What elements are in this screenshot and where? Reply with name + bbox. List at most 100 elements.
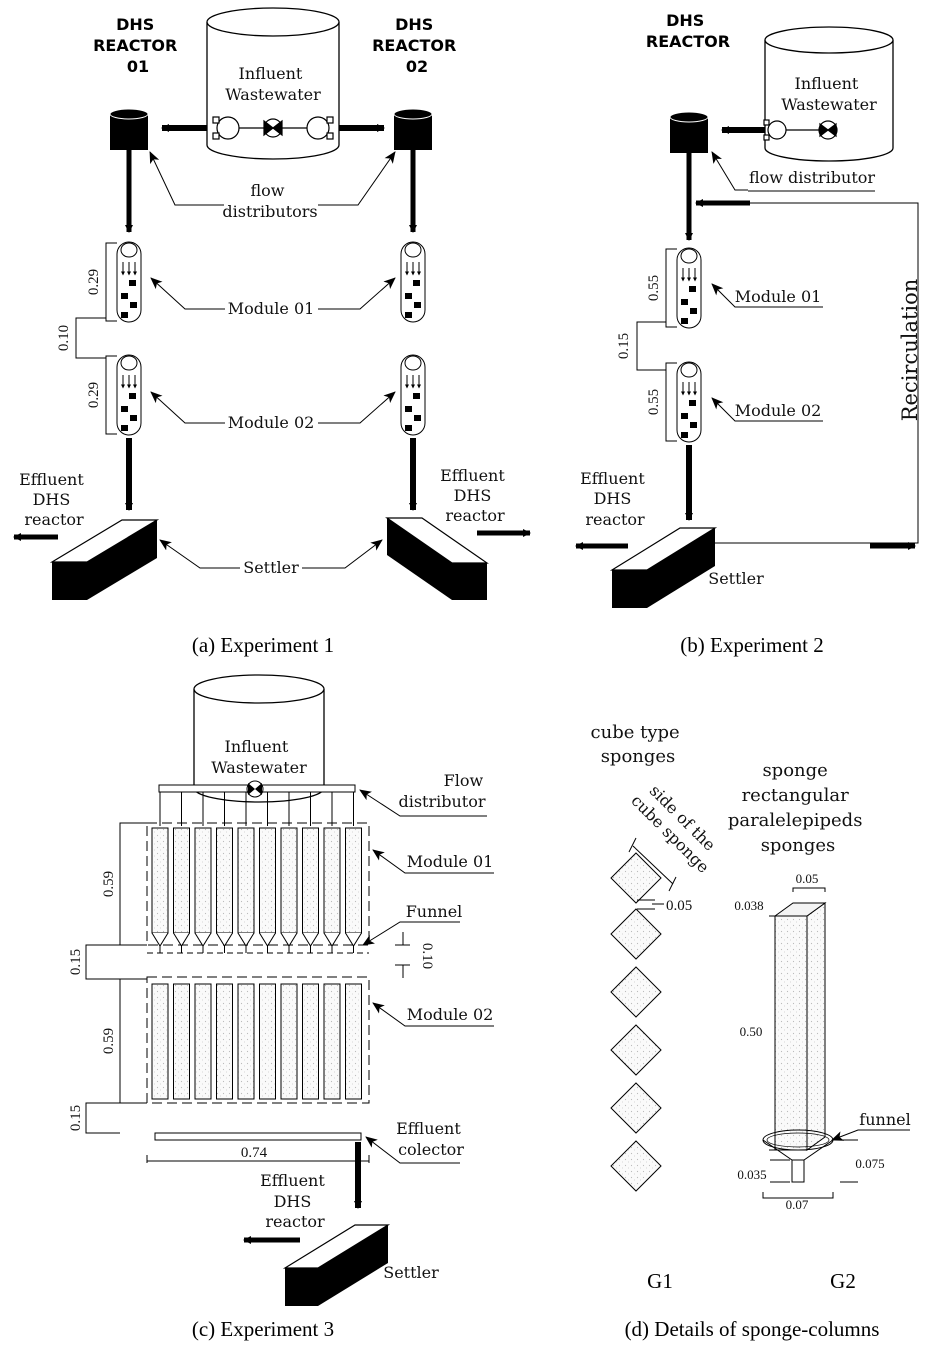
dim-b-m1: 0.55 xyxy=(646,275,662,301)
settler-1 xyxy=(49,519,160,600)
sponge-column-m02 xyxy=(259,983,276,1100)
panel-a: DHS REACTOR 01 DHS REACTOR 02 Influent W… xyxy=(13,7,531,657)
leader-m02-c xyxy=(372,1002,494,1027)
sponge-column-m02 xyxy=(194,983,212,1100)
cube-gap-dim xyxy=(637,899,664,910)
leader-dist2 xyxy=(318,151,396,206)
dims-a xyxy=(75,242,117,435)
pump-a xyxy=(212,116,334,140)
flow-distributors-label: flow distributors xyxy=(222,181,317,221)
column-funnel xyxy=(259,932,276,947)
funnel-07-dim: 0.07 xyxy=(786,1197,809,1212)
effluent-right-label: Effluent DHS reactor xyxy=(440,466,510,525)
dim-b-gap: 0.15 xyxy=(616,333,632,359)
column-funnel xyxy=(323,932,341,947)
panel-d: cube type sponges side of the cube spong… xyxy=(591,722,911,1341)
settler-2 xyxy=(385,517,489,600)
sponge-column-m01 xyxy=(345,827,362,934)
leader-m02-left xyxy=(150,391,225,424)
g2-label: G2 xyxy=(830,1269,856,1293)
rect-sponge xyxy=(762,902,834,1183)
flow-distributor-label-b: flow distributor xyxy=(749,168,875,187)
panel-b: DHS REACTOR Influent Wastewater flow dis… xyxy=(575,11,922,657)
settler-label-b: Settler xyxy=(708,569,764,588)
column-funnel xyxy=(173,932,190,947)
sponge-column-m02 xyxy=(323,983,341,1100)
sponge-column-m02 xyxy=(345,983,362,1100)
dim-a-m2: 0.29 xyxy=(86,382,102,408)
column-funnel xyxy=(151,932,169,947)
module01-label-a: Module 01 xyxy=(228,299,315,318)
cube-sponge xyxy=(610,1024,662,1076)
distributor-2 xyxy=(393,108,433,150)
column-funnel xyxy=(345,932,362,947)
distributor-1 xyxy=(109,108,149,150)
cube-sponge xyxy=(610,1082,662,1134)
module01-b xyxy=(676,247,702,329)
leader-m01-left xyxy=(150,277,225,310)
sponge-column-m01 xyxy=(302,827,319,934)
panel-c: Influent Wastewater Flow distributor xyxy=(68,674,494,1341)
module02-label-a: Module 02 xyxy=(228,413,315,432)
rect-height-dim: 0.50 xyxy=(740,1024,763,1039)
dims-b xyxy=(636,248,677,442)
sponge-column-m01 xyxy=(280,827,298,934)
funnel-label-c: Funnel xyxy=(406,902,463,921)
leader-dist-c xyxy=(359,789,487,817)
sponge-column-m02 xyxy=(216,983,233,1100)
cube-sponge-column xyxy=(610,852,662,1192)
influent-tank-c xyxy=(193,674,325,803)
effluent-left-label: Effluent DHS reactor xyxy=(19,470,89,529)
cube-sponge xyxy=(610,908,662,960)
column-funnel xyxy=(194,932,212,947)
rect-title: sponge rectangular paralelepipeds sponge… xyxy=(728,760,868,856)
rect-top-dim: 0.05 xyxy=(796,871,819,886)
sponge-column-m02 xyxy=(151,983,169,1100)
dim-a-gap: 0.10 xyxy=(56,325,72,351)
caption-c: (c) Experiment 3 xyxy=(192,1317,334,1341)
module02-col2 xyxy=(400,354,426,436)
influent-label-c: Influent Wastewater xyxy=(211,737,307,777)
leader-m01-right xyxy=(318,277,396,310)
g1-label: G1 xyxy=(647,1269,673,1293)
leader-settler-left xyxy=(159,539,240,569)
module01-label-c: Module 01 xyxy=(407,852,494,871)
cube-sponge xyxy=(610,852,662,904)
column-funnel xyxy=(237,932,255,947)
effluent-label-b: Effluent DHS reactor xyxy=(580,469,650,529)
effluent-label-c: Effluent DHS reactor xyxy=(260,1171,330,1231)
cube-title: cube type sponges xyxy=(591,722,686,767)
reactor1-title: DHS REACTOR 01 xyxy=(93,15,183,76)
leader-dist1 xyxy=(149,151,224,206)
leader-funnel-d xyxy=(831,1129,910,1141)
funnel-035-dim: 0.035 xyxy=(737,1167,766,1182)
rect-depth-dim: 0.038 xyxy=(734,898,763,913)
leader-m01-c xyxy=(372,849,494,874)
settler-label-a: Settler xyxy=(243,558,299,577)
leader-m02-b xyxy=(711,397,823,422)
sponge-column-m01 xyxy=(237,827,255,934)
leader-m01-b xyxy=(711,283,823,308)
distributor-b xyxy=(669,111,709,153)
dim-c-gap: 0.15 xyxy=(68,949,84,975)
sponge-column-m01 xyxy=(259,827,276,934)
sponge-column-m01 xyxy=(216,827,233,934)
leader-settler-right xyxy=(302,539,383,569)
column-funnel xyxy=(216,932,233,947)
dim-a-m1: 0.29 xyxy=(86,269,102,295)
module01-col1 xyxy=(116,241,142,323)
settler-c xyxy=(282,1224,391,1306)
collector-label-c: Effluent colector xyxy=(396,1119,466,1159)
sponge-column-m02 xyxy=(237,983,255,1100)
leader-funnel-c xyxy=(362,921,460,946)
sponge-columns-c xyxy=(151,792,362,1100)
dim-b-m2: 0.55 xyxy=(646,389,662,415)
valve-c xyxy=(246,780,264,798)
flow-distributor-label-c: Flow distributor xyxy=(398,771,488,811)
sponge-column-m01 xyxy=(151,827,169,934)
module02-frame-c xyxy=(146,976,370,1104)
recirculation-label: Recirculation xyxy=(898,279,922,422)
dim-c-bottom: 0.15 xyxy=(68,1105,84,1131)
reactor2-title: DHS REACTOR 02 xyxy=(372,15,462,76)
